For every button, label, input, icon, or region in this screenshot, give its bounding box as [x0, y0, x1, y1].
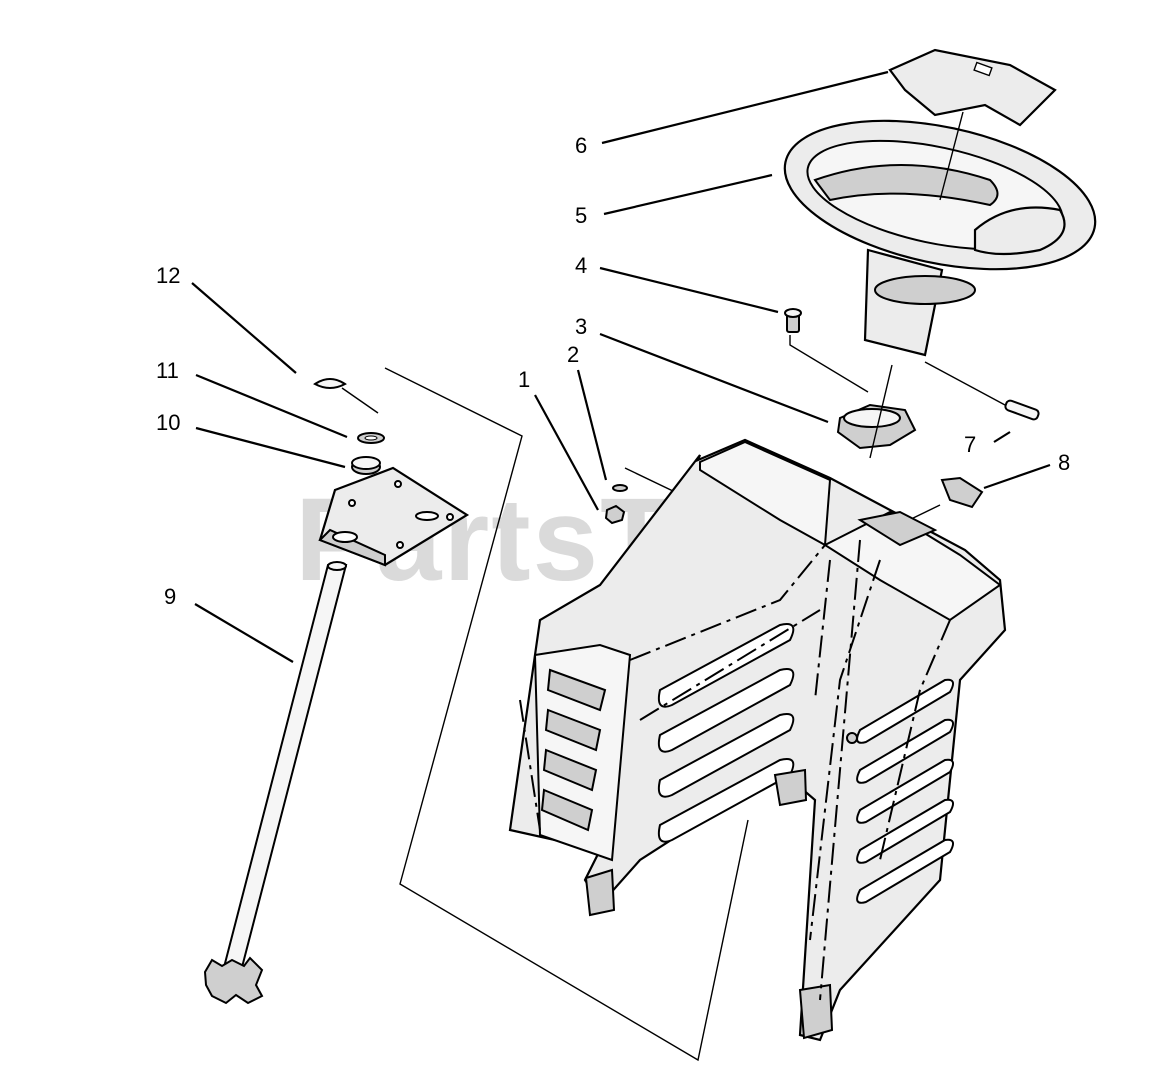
insert-8[interactable] [940, 476, 984, 509]
callout-3: 3 [575, 314, 587, 339]
right-slots [856, 678, 955, 904]
callout-2: 2 [567, 342, 579, 367]
callout-12: 12 [156, 263, 180, 288]
callout-6: 6 [575, 133, 587, 158]
centerline-4 [789, 335, 869, 393]
centerline-3 [869, 364, 893, 459]
center-slots [657, 623, 795, 843]
centerline-12 [341, 387, 379, 414]
washer-11[interactable] [357, 432, 385, 444]
left-mount-tab [584, 868, 616, 917]
callout-1: 1 [518, 367, 530, 392]
center-mount-tab [773, 768, 808, 807]
support-plate[interactable] [318, 466, 470, 567]
bushing-10[interactable] [351, 456, 381, 475]
washer-2[interactable] [612, 484, 628, 492]
callout-4: 4 [575, 253, 587, 278]
leader-lines [191, 70, 1051, 663]
callout-9: 9 [164, 584, 176, 609]
callout-5: 5 [575, 203, 587, 228]
center-cap[interactable] [888, 48, 1057, 127]
callout-8: 8 [1058, 450, 1070, 475]
screw-4[interactable] [784, 308, 802, 333]
callout-10: 10 [156, 410, 180, 435]
callout-11: 11 [156, 358, 179, 383]
assembly-frame [384, 367, 749, 1062]
centerline-6 [939, 111, 964, 201]
steering-shaft[interactable] [203, 561, 348, 1005]
roll-pin-7[interactable] [1004, 399, 1040, 421]
centerline-7 [924, 361, 1006, 406]
right-mount-tab [798, 983, 834, 1040]
adapter-3[interactable] [836, 403, 917, 450]
left-vent-louvers [540, 668, 607, 832]
steering-wheel[interactable] [771, 96, 1108, 357]
clip-12[interactable] [313, 378, 347, 389]
nut-1[interactable] [604, 504, 626, 525]
dash-console[interactable] [508, 438, 1007, 1042]
callout-7: 7 [964, 432, 976, 457]
